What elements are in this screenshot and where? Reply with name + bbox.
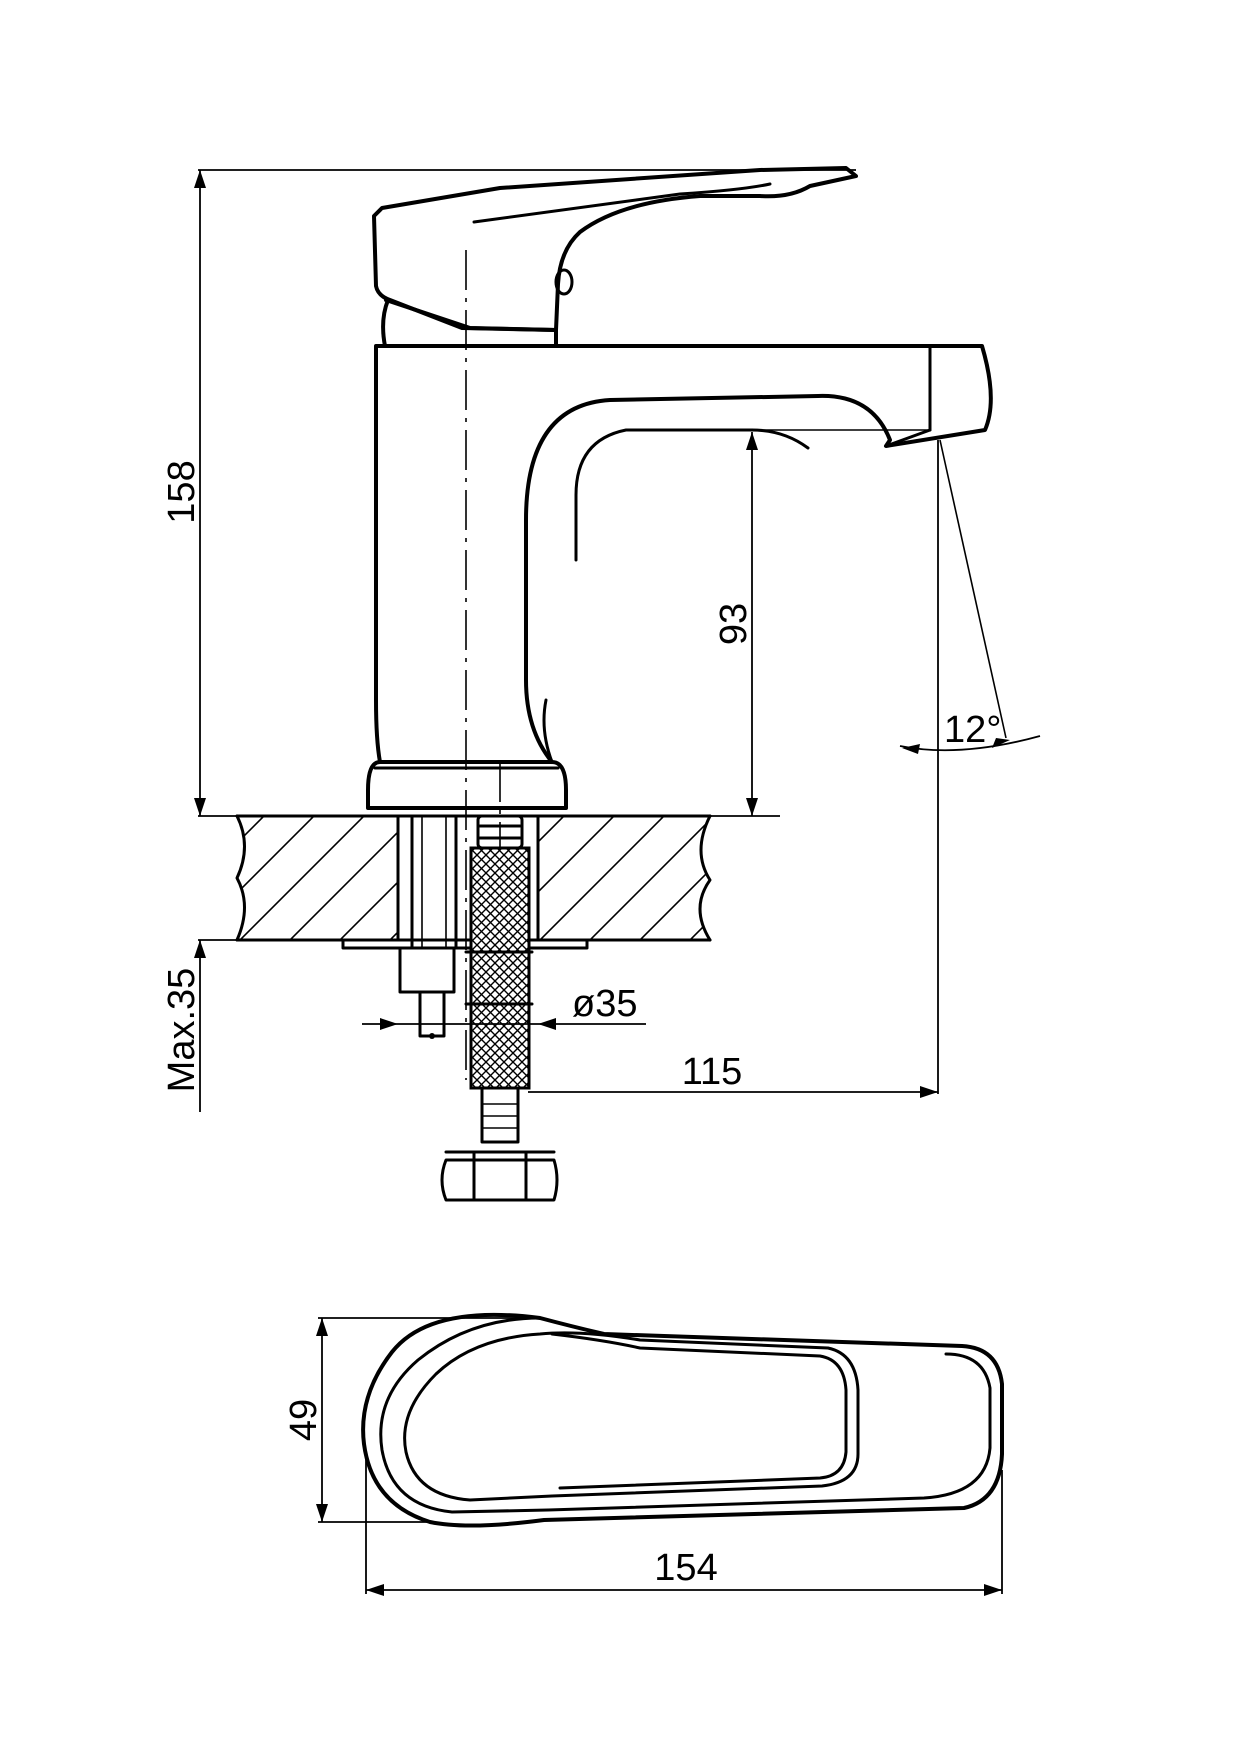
top-view (361, 1312, 1004, 1528)
hose-nut (440, 1158, 559, 1202)
dimension-spout-reach: 115 (528, 1051, 938, 1098)
spout-angle-label: 12° (944, 709, 1001, 751)
dimension-total-height: 158 (161, 169, 856, 817)
side-elevation-view (235, 166, 1041, 1202)
top-view-lever (403, 1331, 860, 1502)
top-view-outline (361, 1312, 1004, 1528)
dimension-spout-angle: 12° (902, 440, 1010, 1094)
body-column (374, 344, 558, 764)
flexible-hose (440, 814, 559, 1202)
max-deck-label: Max.35 (161, 968, 203, 1093)
spout-height-label: 93 (713, 603, 755, 645)
top-width-label: 49 (283, 1399, 325, 1441)
faucet-body (366, 344, 993, 810)
dimension-top-width: 49 (283, 1317, 536, 1523)
dimension-spout-height: 93 (713, 432, 758, 816)
top-length-label: 154 (654, 1547, 717, 1589)
lever-handle (372, 166, 858, 348)
mounting-stud (398, 814, 458, 1039)
hole-diameter-label: ø35 (572, 983, 637, 1025)
dimension-top-length: 154 (365, 1450, 1003, 1596)
spout (524, 344, 993, 764)
base-washer (341, 938, 589, 950)
spout-outlet (884, 428, 932, 448)
lever-screw-icon (554, 268, 574, 296)
total-height-label: 158 (161, 460, 203, 523)
dimension-hole-diameter: ø35 (362, 983, 646, 1030)
spout-reach-label: 115 (682, 1051, 743, 1093)
dimension-max-deck: Max.35 (161, 939, 380, 1112)
